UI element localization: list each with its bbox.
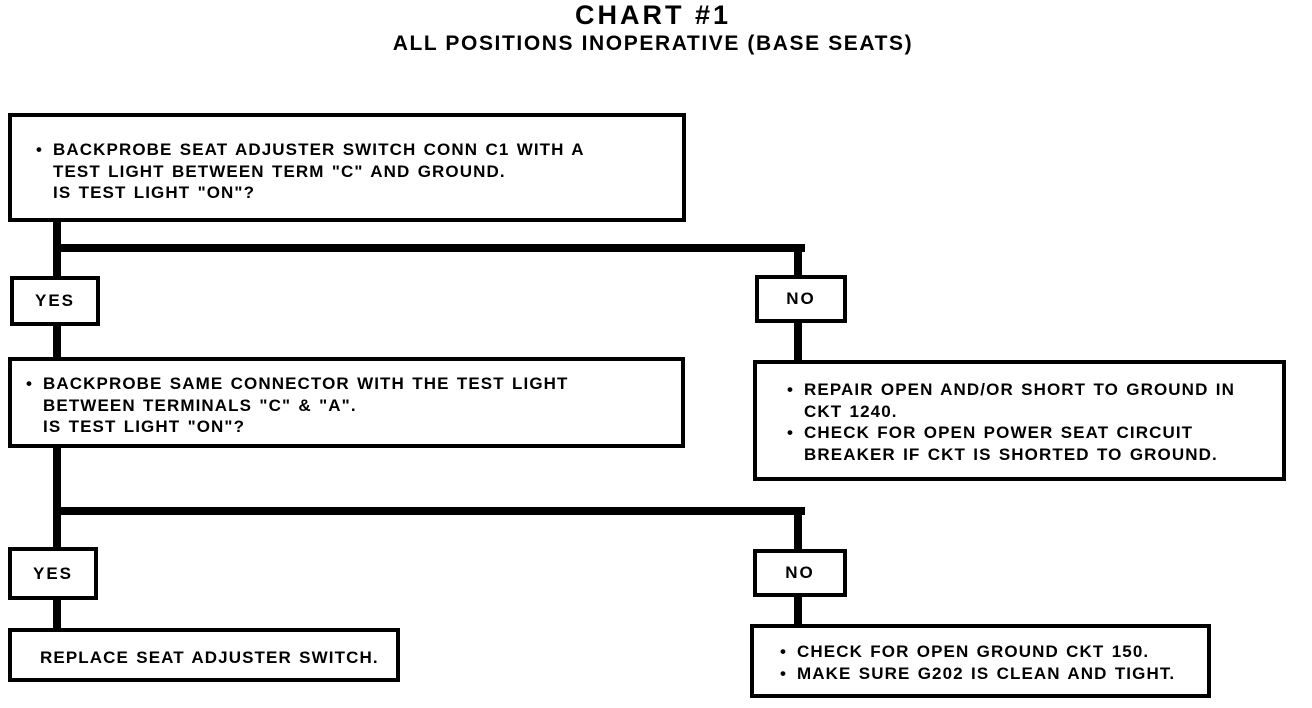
- step2-line1: BACKPROBE SAME CONNECTOR WITH THE TEST L…: [43, 374, 569, 393]
- bullet-glyph: •: [36, 140, 44, 159]
- bullet-line: • CHECK FOR OPEN POWER SEAT CIRCUIT: [787, 422, 1274, 444]
- connector-step2-to-no2: [794, 513, 802, 551]
- flow-box-repair-no2: • CHECK FOR OPEN GROUND CKT 150. • MAKE …: [750, 624, 1211, 698]
- bullet-glyph: •: [780, 642, 788, 661]
- replace-switch-line1: REPLACE SEAT ADJUSTER SWITCH.: [40, 648, 379, 667]
- bullet-line: • REPAIR OPEN AND/OR SHORT TO GROUND IN: [787, 379, 1274, 401]
- branch-yes-1-label: YES: [34, 291, 76, 310]
- branch-no-1: NO: [755, 275, 847, 323]
- flow-box-replace-switch: REPLACE SEAT ADJUSTER SWITCH.: [8, 628, 400, 682]
- bullet-glyph: •: [780, 663, 788, 683]
- chart-subtitle: ALL POSITIONS INOPERATIVE (BASE SEATS): [392, 32, 914, 55]
- repair-no1-line3: CHECK FOR OPEN POWER SEAT CIRCUIT: [804, 423, 1194, 442]
- connector-step1-branch-horizontal: [53, 244, 805, 252]
- chart-title: CHART #1: [574, 0, 732, 30]
- connector-step2-branch-horizontal: [53, 507, 805, 515]
- bullet-glyph: •: [787, 380, 795, 399]
- flow-box-step2: • BACKPROBE SAME CONNECTOR WITH THE TEST…: [8, 357, 685, 448]
- branch-no-2-label: NO: [785, 563, 815, 582]
- branch-no-1-label: NO: [786, 289, 816, 308]
- connector-step2-down: [53, 446, 61, 549]
- flow-box-step1: • BACKPROBE SEAT ADJUSTER SWITCH CONN C1…: [8, 113, 686, 222]
- repair-no2-line1: CHECK FOR OPEN GROUND CKT 150.: [797, 642, 1150, 661]
- repair-no1-line1: REPAIR OPEN AND/OR SHORT TO GROUND IN: [804, 380, 1235, 399]
- chart-title-block: CHART #1 ALL POSITIONS INOPERATIVE (BASE…: [0, 0, 1306, 56]
- bullet-glyph: •: [787, 423, 795, 442]
- repair-no2-line2: MAKE SURE G202 IS CLEAN AND TIGHT.: [797, 663, 1176, 683]
- bullet-line: • CHECK FOR OPEN GROUND CKT 150.: [780, 641, 1199, 663]
- step1-line2: TEST LIGHT BETWEEN TERM "C" AND GROUND.: [53, 161, 506, 181]
- connector-yes1-to-step2: [53, 324, 61, 359]
- flow-box-repair-no1: • REPAIR OPEN AND/OR SHORT TO GROUND IN …: [753, 360, 1286, 481]
- branch-yes-2-label: YES: [32, 563, 74, 583]
- branch-no-2: NO: [753, 549, 847, 597]
- branch-yes-2: YES: [8, 547, 98, 600]
- bullet-line: • BACKPROBE SAME CONNECTOR WITH THE TEST…: [26, 373, 671, 395]
- step2-line2: BETWEEN TERMINALS "C" & "A".: [43, 395, 357, 415]
- repair-no1-line4: BREAKER IF CKT IS SHORTED TO GROUND.: [804, 444, 1218, 464]
- connector-yes2-to-replace: [53, 598, 61, 630]
- repair-no1-line2: CKT 1240.: [804, 401, 898, 421]
- bullet-line: • BACKPROBE SEAT ADJUSTER SWITCH CONN C1…: [36, 139, 672, 161]
- bullet-line: • MAKE SURE G202 IS CLEAN AND TIGHT.: [780, 663, 1199, 685]
- connector-no1-to-repair1: [794, 321, 802, 362]
- connector-no2-to-repair2: [794, 595, 802, 626]
- branch-yes-1: YES: [10, 276, 100, 326]
- step2-line3: IS TEST LIGHT "ON"?: [43, 417, 246, 436]
- bullet-glyph: •: [26, 374, 34, 393]
- step1-line3: IS TEST LIGHT "ON"?: [53, 183, 256, 202]
- connector-step1-to-no1: [794, 250, 802, 277]
- step1-line1: BACKPROBE SEAT ADJUSTER SWITCH CONN C1 W…: [53, 140, 585, 159]
